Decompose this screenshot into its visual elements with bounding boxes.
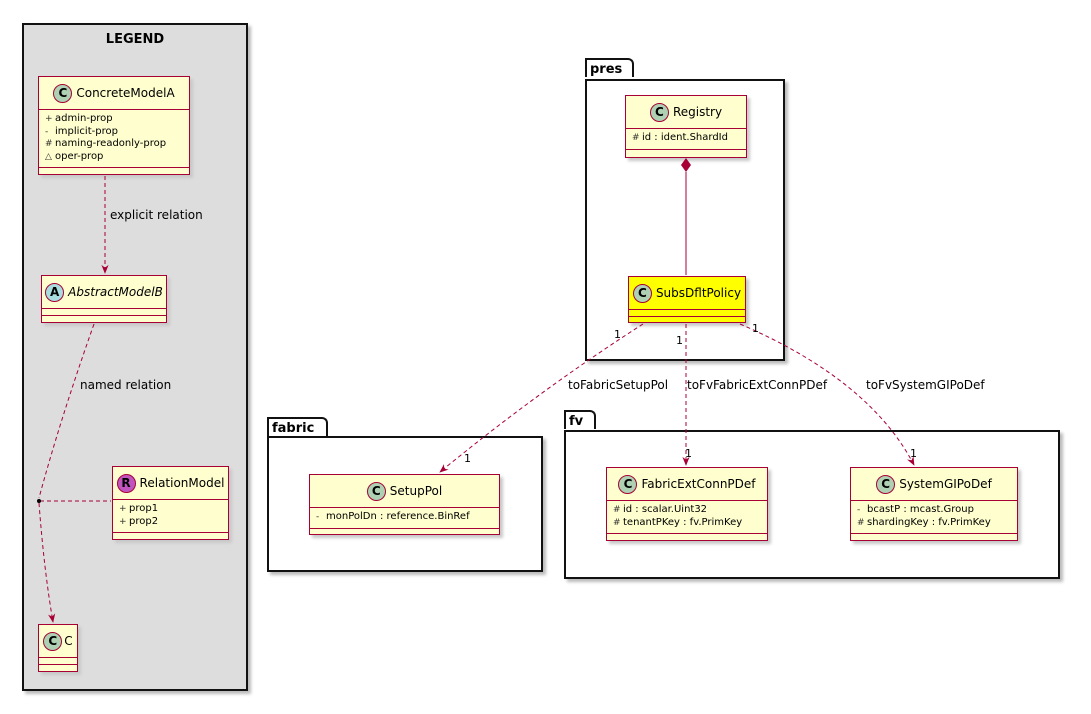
attribute: -implicit-prop <box>45 125 118 137</box>
package-tab-fabric: fabric <box>267 417 328 436</box>
to-fabric-setup-pol-from-mult: 1 <box>614 328 621 341</box>
attribute: +admin-prop <box>45 113 113 124</box>
explicit-relation-label: explicit relation <box>110 208 203 222</box>
attribute: #tenantPKey : fv.PrimKey <box>613 516 743 528</box>
class-name: Registry <box>672 105 723 119</box>
class-name: ConcreteModelA <box>76 86 175 100</box>
class-badge-icon: C <box>632 283 652 303</box>
named-relation-line <box>38 323 95 499</box>
named-relation-label: named relation <box>80 378 172 392</box>
class-name: SetupPol <box>389 484 443 498</box>
class-badge-icon: C <box>53 83 73 103</box>
class-name: SystemGIPoDef <box>899 477 992 491</box>
named-relation-arrow <box>38 502 56 623</box>
to-fv-system-gipo-def-arrow <box>739 323 915 466</box>
attribute: △oper-prop <box>45 150 104 162</box>
package-tab-pres: pres <box>585 58 634 77</box>
to-fabric-setup-pol-to-mult: 1 <box>464 452 471 465</box>
relation-junction-dot <box>37 499 41 503</box>
legend-title: LEGEND <box>105 32 165 47</box>
class-subs-dflt-policy[interactable]: C SubsDfltPolicy <box>628 276 746 323</box>
to-fv-fabric-ext-conn-p-def-from-mult: 1 <box>676 334 683 347</box>
class-system-gipo-def[interactable]: C SystemGIPoDef -bcastP : mcast.Group #s… <box>850 467 1018 541</box>
attribute: #shardingKey : fv.PrimKey <box>857 516 991 528</box>
abstract-badge-icon: A <box>45 282 65 302</box>
attribute: +prop1 <box>119 503 159 514</box>
relation-badge-icon: R <box>116 473 136 493</box>
to-fv-system-gipo-def-label: toFvSystemGIPoDef <box>866 378 985 392</box>
class-badge-icon: C <box>366 481 386 501</box>
package-tab-fv: fv <box>564 410 596 429</box>
class-badge-icon: C <box>618 474 638 494</box>
class-name: FabricExtConnPDef <box>641 477 756 491</box>
class-name: C <box>64 634 73 648</box>
class-relation-model[interactable]: R RelationModel +prop1 +prop2 <box>112 466 229 540</box>
to-fv-fabric-ext-conn-p-def-to-mult: 1 <box>685 447 692 460</box>
class-badge-icon: C <box>649 102 669 122</box>
attribute: +prop2 <box>119 515 159 527</box>
attribute: -monPolDn : reference.BinRef <box>316 511 470 522</box>
class-name: SubsDfltPolicy <box>655 286 742 300</box>
class-name: AbstractModelB <box>68 285 163 299</box>
class-name: RelationModel <box>139 476 225 490</box>
attribute: #naming-readonly-prop <box>45 138 167 149</box>
attribute: #id : ident.ShardId <box>632 132 728 143</box>
class-abstract-model-b[interactable]: A AbstractModelB <box>41 275 167 323</box>
class-registry[interactable]: C Registry #id : ident.ShardId <box>625 95 747 158</box>
class-fabric-ext-conn-p-def[interactable]: C FabricExtConnPDef #id : scalar.Uint32 … <box>606 467 768 541</box>
attribute: #id : scalar.Uint32 <box>613 504 708 515</box>
composition-diamond-icon <box>681 158 691 172</box>
class-c[interactable]: C C <box>38 624 78 672</box>
class-badge-icon: C <box>43 631 63 651</box>
attribute: -bcastP : mcast.Group <box>857 504 974 515</box>
class-badge-icon: C <box>876 474 896 494</box>
to-fv-system-gipo-def-from-mult: 1 <box>752 322 759 335</box>
to-fabric-setup-pol-label: toFabricSetupPol <box>568 378 669 392</box>
to-fv-system-gipo-def-to-mult: 1 <box>910 447 917 460</box>
class-setup-pol[interactable]: C SetupPol -monPolDn : reference.BinRef <box>309 474 500 535</box>
to-fv-fabric-ext-conn-p-def-label: toFvFabricExtConnPDef <box>687 378 828 392</box>
to-fabric-setup-pol-arrow <box>439 323 644 473</box>
class-concrete-model-a[interactable]: C ConcreteModelA +admin-prop -implicit-p… <box>38 76 190 175</box>
